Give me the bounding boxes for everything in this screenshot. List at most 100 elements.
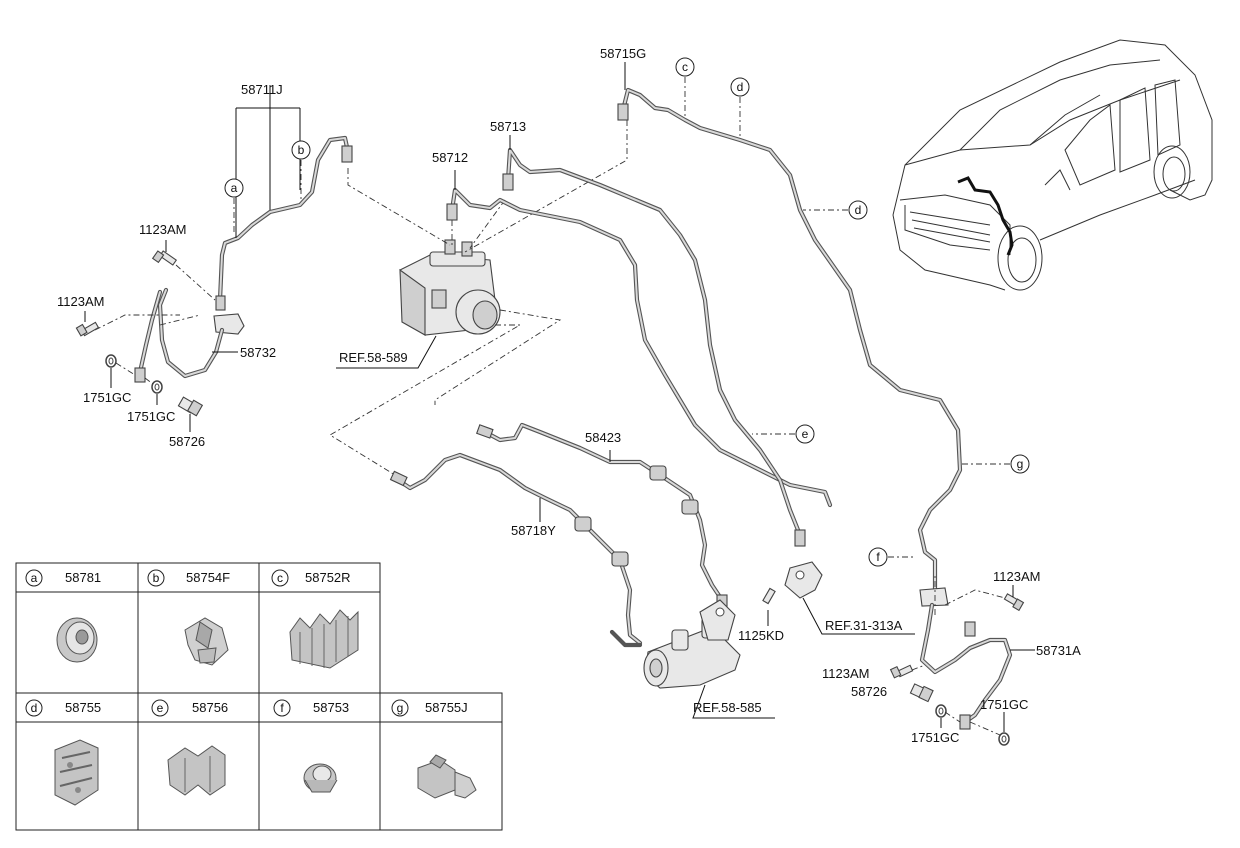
part-label-1751GC-lower: 1751GC	[127, 409, 175, 424]
bolt-1125KD	[762, 587, 776, 605]
ref-label-58-589: REF.58-589	[339, 350, 408, 365]
brake-master-cylinder: REF.58-585	[643, 599, 775, 719]
hose-bracket	[919, 587, 949, 607]
part-label-58731A: 58731A	[1036, 643, 1081, 658]
brake-pipe-58713-group: 58713 e	[490, 119, 815, 547]
legend-part-58756: 58756	[192, 700, 228, 715]
bolt-1123AM-lower	[75, 321, 100, 337]
part-label-1123AM-right-upper: 1123AM	[993, 569, 1040, 584]
ref-label-58-585: REF.58-585	[693, 700, 762, 715]
vehicle-illustration	[892, 39, 1213, 291]
pipe-union	[649, 465, 667, 481]
svg-text:d: d	[855, 203, 862, 217]
brake-pipe-58423-group: 58423	[476, 422, 728, 610]
callout-c	[675, 57, 695, 77]
callout-d	[848, 200, 868, 220]
svg-text:f: f	[876, 550, 880, 564]
svg-text:f: f	[280, 701, 284, 715]
clip-58755-illustration	[54, 739, 99, 806]
bolt-1123AM-right-upper	[1003, 593, 1025, 612]
callout-b	[291, 140, 311, 160]
brake-pipe-58711J	[217, 135, 351, 303]
hose-fitting	[959, 714, 971, 730]
pipe-fitting	[215, 295, 226, 311]
legend-cell-c: c 58752R	[271, 569, 351, 587]
callout-e	[795, 424, 815, 444]
pipe-fitting	[502, 173, 514, 191]
svg-text:e: e	[157, 701, 164, 715]
svg-text:b: b	[298, 143, 305, 157]
svg-text:b: b	[153, 571, 160, 585]
pipe-fitting	[794, 529, 806, 547]
clip-58756-illustration	[167, 745, 226, 796]
svg-text:c: c	[682, 60, 688, 74]
legend-cell-e: e 58756	[151, 699, 228, 717]
clip-58752R-illustration	[289, 609, 359, 669]
part-label-58726-right: 58726	[851, 684, 887, 699]
svg-text:g: g	[1017, 457, 1024, 471]
brake-pipe-58712	[449, 187, 833, 508]
part-label-58726-left: 58726	[169, 434, 205, 449]
svg-text:a: a	[31, 571, 38, 585]
part-label-58713: 58713	[490, 119, 526, 134]
pipe-union	[681, 499, 699, 515]
part-label-58732: 58732	[240, 345, 276, 360]
legend-part-58754F: 58754F	[186, 570, 230, 585]
part-label-1751GC-upper: 1751GC	[83, 390, 131, 405]
banjo-bolt-58726	[177, 396, 204, 417]
pipe-union	[611, 551, 629, 567]
clip-58753-illustration	[303, 763, 338, 793]
front-left-brake-line-group: 58711J a b 58732 1123AM 1123AM	[57, 82, 353, 449]
clip-58781-illustration	[56, 617, 98, 663]
brake-pipe-58712-group: 58712	[432, 150, 833, 508]
part-label-1125KD: 1125KD	[738, 628, 784, 643]
legend-part-58752R: 58752R	[305, 570, 351, 585]
abs-hydraulic-unit: REF.58-589	[329, 120, 628, 476]
pipe-fitting	[341, 145, 353, 163]
part-label-1123AM-right-lower: 1123AM	[822, 666, 869, 681]
callout-g	[1010, 454, 1030, 474]
pipe-fitting	[617, 103, 629, 121]
front-right-brake-line-group: 58731A 1123AM 1123AM 58726 1751GC 1751GC	[822, 569, 1081, 746]
vehicle-brake-line-highlight	[957, 176, 1014, 256]
legend-part-58781: 58781	[65, 570, 101, 585]
part-label-58712: 58712	[432, 150, 468, 165]
legend-part-58753: 58753	[313, 700, 349, 715]
part-label-1751GC-right-upper: 1751GC	[980, 697, 1028, 712]
part-label-58718Y: 58718Y	[511, 523, 556, 538]
part-label-1123AM-upper: 1123AM	[139, 222, 186, 237]
callout-a	[224, 178, 244, 198]
brake-pipe-58718Y-group: 58718Y	[389, 452, 643, 648]
svg-text:c: c	[277, 571, 283, 585]
part-label-1123AM-lower: 1123AM	[57, 294, 104, 309]
clip-58754F-illustration	[184, 617, 229, 666]
svg-text:e: e	[802, 427, 809, 441]
pipe-fitting	[446, 203, 458, 221]
part-label-58423: 58423	[585, 430, 621, 445]
legend-cell-d: d 58755	[25, 699, 101, 717]
legend-cell-b: b 58754F	[147, 569, 230, 587]
legend-part-58755: 58755	[65, 700, 101, 715]
legend-cell-a: a 58781	[25, 569, 101, 587]
banjo-bolt-58726-right	[909, 683, 934, 703]
svg-text:a: a	[231, 181, 238, 195]
bolt-1123AM-upper	[151, 250, 178, 266]
pipe-fitting	[476, 424, 494, 439]
callout-d	[730, 77, 750, 97]
hose-fitting	[964, 621, 976, 637]
part-label-1751GC-right-lower: 1751GC	[911, 730, 959, 745]
legend-part-58755J: 58755J	[425, 700, 468, 715]
part-label-58711J: 58711J	[241, 82, 283, 97]
part-label-58715G: 58715G	[600, 46, 646, 61]
svg-text:d: d	[31, 701, 38, 715]
ref-label-31-313A: REF.31-313A	[825, 618, 903, 633]
legend-cell-g: g 58755J	[391, 699, 468, 717]
svg-text:d: d	[737, 80, 744, 94]
bolt-1123AM-right-lower	[889, 664, 914, 679]
pipe-fitting	[389, 470, 408, 487]
clip-58755J-illustration	[417, 754, 477, 799]
pipe-union	[574, 516, 592, 532]
parts-legend-table: a 58781 b 58754F c 58752R d 58755 e 5875…	[15, 562, 503, 831]
hose-fitting	[134, 367, 146, 383]
